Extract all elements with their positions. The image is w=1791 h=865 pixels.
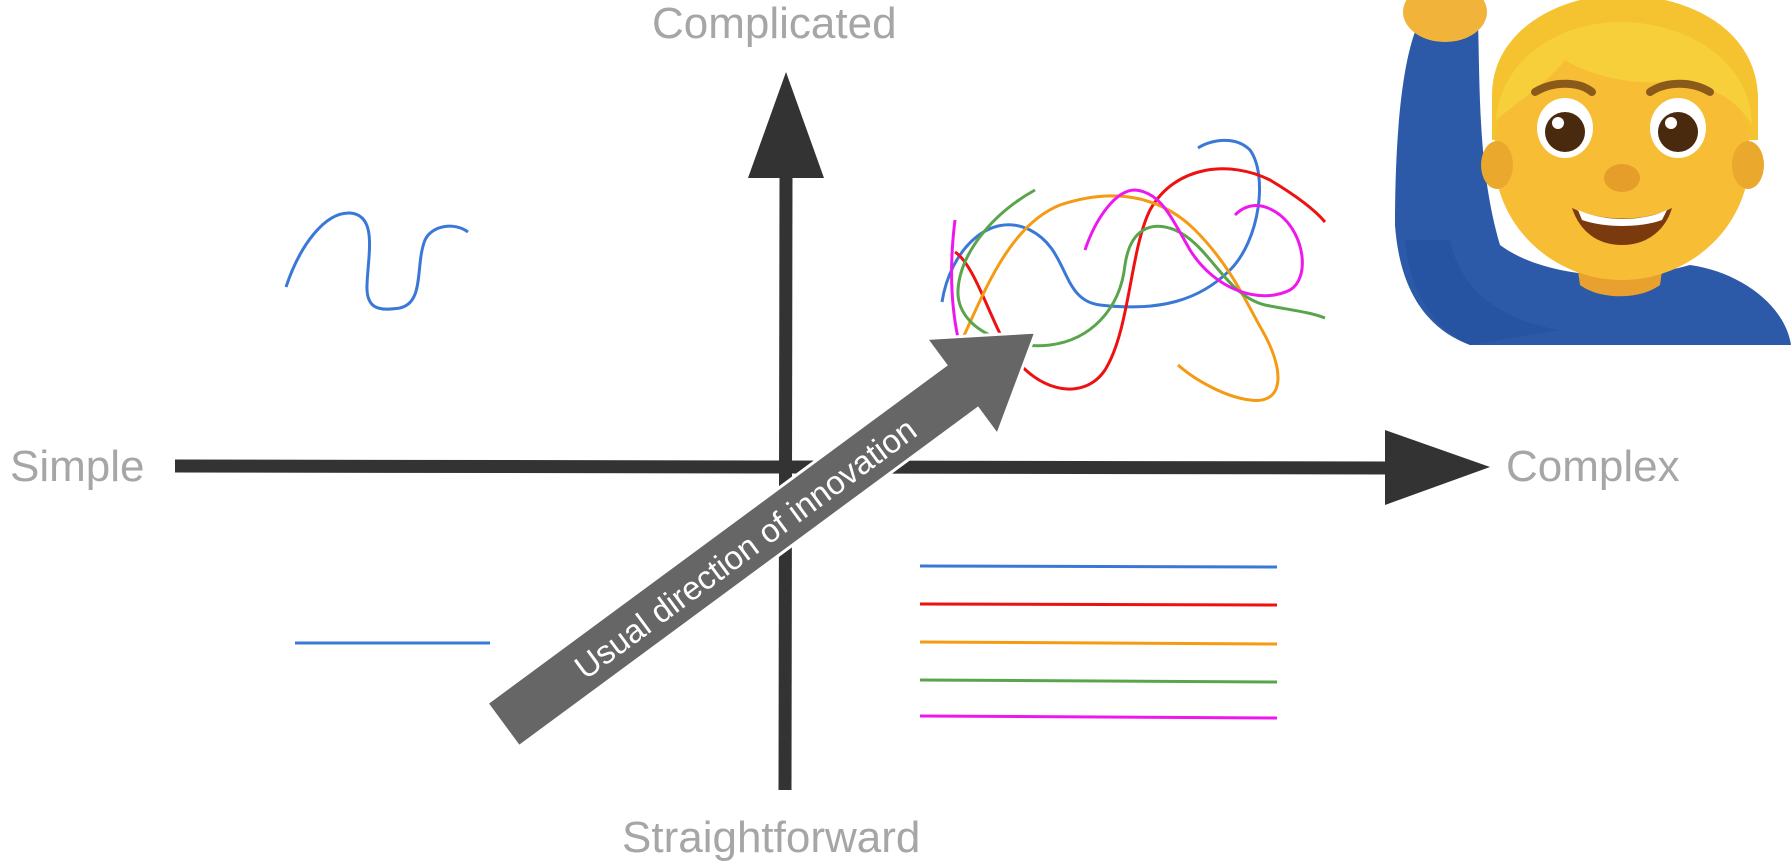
complex-straightforward-lines [919,564,1278,720]
tangle-curve-green [956,188,1326,348]
parallel-line-magenta [919,714,1278,720]
parallel-line-green [919,678,1278,684]
parallel-line-blue [919,564,1278,569]
innovation-arrow: Usual direction of innovation [484,330,1039,749]
right-arrowhead-icon [1385,430,1490,505]
right-axis-label: Complex [1506,442,1680,491]
up-arrowhead-icon [748,72,824,178]
parallel-line-red [919,602,1278,607]
tangle-curve-orange [960,194,1280,402]
parallel-line-orange [919,640,1278,646]
tangle-curve-magenta [950,188,1304,339]
axes [174,72,1490,791]
man-raising-hand-icon [1395,0,1791,345]
bottom-axis-label: Straightforward [622,813,921,862]
simple-complicated-squiggle [284,211,469,311]
top-axis-label: Complicated [652,0,897,48]
left-axis-label: Simple [10,442,145,491]
tangle-curve-blue [940,138,1261,309]
innovation-arrow-shape [484,330,1039,749]
innovation-arrow-label: Usual direction of innovation [568,410,924,686]
